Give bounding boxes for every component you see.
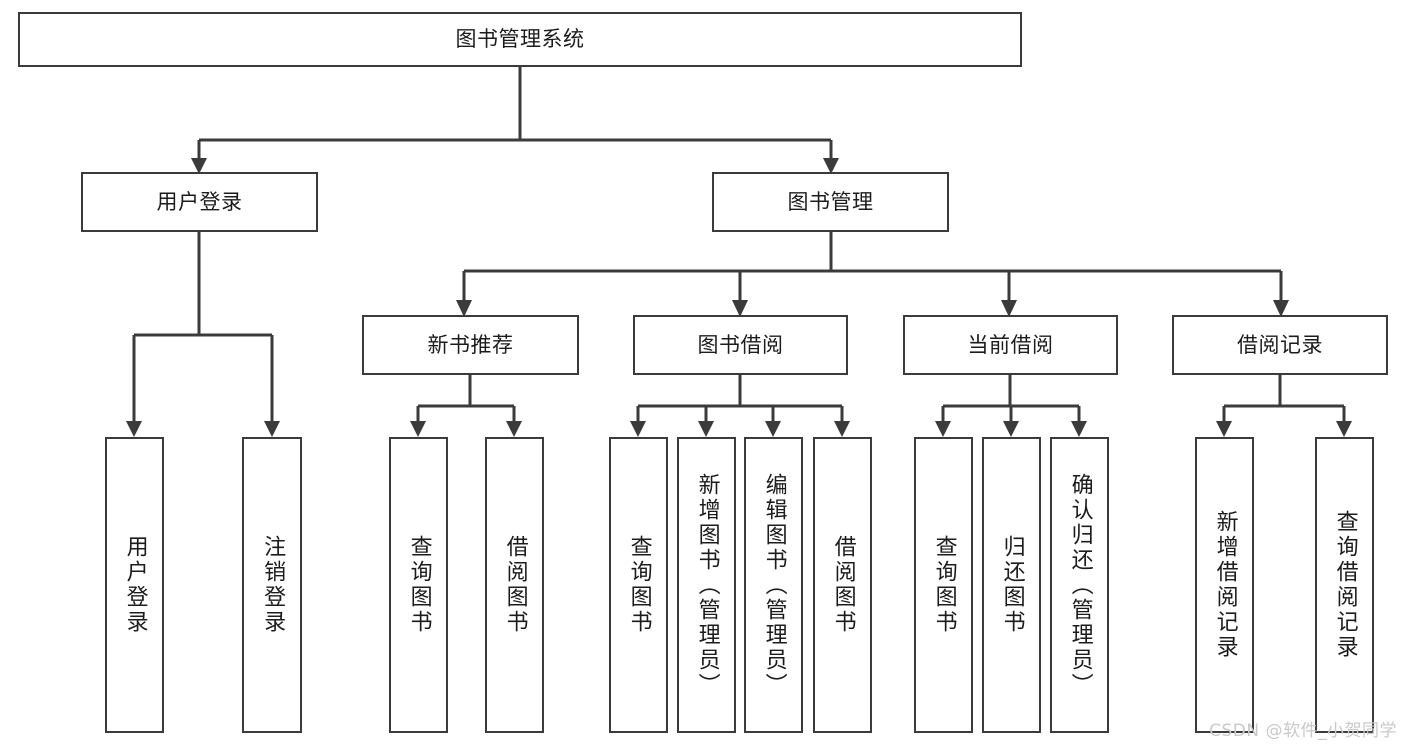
leaf-label: 注销登录 — [260, 535, 286, 635]
leaf-user-login-signin[interactable]: 用户登录 — [105, 437, 164, 733]
node-borrow-record-label: 借阅记录 — [1237, 332, 1323, 357]
leaf-current-query-book[interactable]: 查询图书 — [914, 437, 973, 733]
leaf-borrow-edit-book-admin[interactable]: 编辑图书（管理员） — [744, 437, 803, 733]
leaf-recommend-query-book[interactable]: 查询图书 — [389, 437, 448, 733]
leaf-borrow-borrow-book[interactable]: 借阅图书 — [813, 437, 872, 733]
leaf-current-confirm-return-admin[interactable]: 确认归还（管理员） — [1050, 437, 1109, 733]
leaf-label: 用户登录 — [122, 535, 148, 635]
node-book-management[interactable]: 图书管理 — [712, 172, 949, 232]
node-current-borrow-label: 当前借阅 — [967, 332, 1054, 357]
node-current-borrow[interactable]: 当前借阅 — [903, 315, 1118, 375]
leaf-record-query-borrow-record[interactable]: 查询借阅记录 — [1315, 437, 1374, 733]
node-user-login-label: 用户登录 — [156, 189, 243, 214]
leaf-label: 确认归还（管理员） — [1067, 472, 1093, 698]
node-user-login[interactable]: 用户登录 — [81, 172, 318, 232]
leaf-label: 新增图书（管理员） — [694, 472, 720, 698]
node-new-book-recommend[interactable]: 新书推荐 — [362, 315, 579, 375]
leaf-user-login-signout[interactable]: 注销登录 — [242, 437, 302, 733]
leaf-borrow-query-book[interactable]: 查询图书 — [609, 437, 668, 733]
leaf-current-return-book[interactable]: 归还图书 — [982, 437, 1041, 733]
leaf-borrow-add-book-admin[interactable]: 新增图书（管理员） — [677, 437, 736, 733]
leaf-label: 查询图书 — [626, 535, 652, 635]
leaf-label: 新增借阅记录 — [1212, 510, 1238, 660]
leaf-label: 编辑图书（管理员） — [761, 472, 787, 698]
leaf-label: 查询借阅记录 — [1332, 510, 1358, 660]
node-root-system[interactable]: 图书管理系统 — [18, 12, 1022, 67]
leaf-recommend-borrow-book[interactable]: 借阅图书 — [485, 437, 544, 733]
leaf-label: 归还图书 — [999, 535, 1025, 635]
watermark: CSDN @软件_小贺同学 — [1209, 721, 1397, 741]
node-book-borrow[interactable]: 图书借阅 — [633, 315, 848, 375]
leaf-record-add-borrow-record[interactable]: 新增借阅记录 — [1195, 437, 1254, 733]
node-book-management-label: 图书管理 — [787, 189, 874, 214]
node-book-borrow-label: 图书借阅 — [697, 332, 784, 357]
node-root-label: 图书管理系统 — [455, 27, 585, 52]
leaf-label: 查询图书 — [406, 535, 432, 635]
leaf-label: 借阅图书 — [830, 535, 856, 635]
leaf-label: 借阅图书 — [502, 535, 528, 635]
leaf-label: 查询图书 — [931, 535, 957, 635]
node-new-book-recommend-label: 新书推荐 — [427, 332, 514, 357]
node-borrow-record[interactable]: 借阅记录 — [1172, 315, 1388, 375]
